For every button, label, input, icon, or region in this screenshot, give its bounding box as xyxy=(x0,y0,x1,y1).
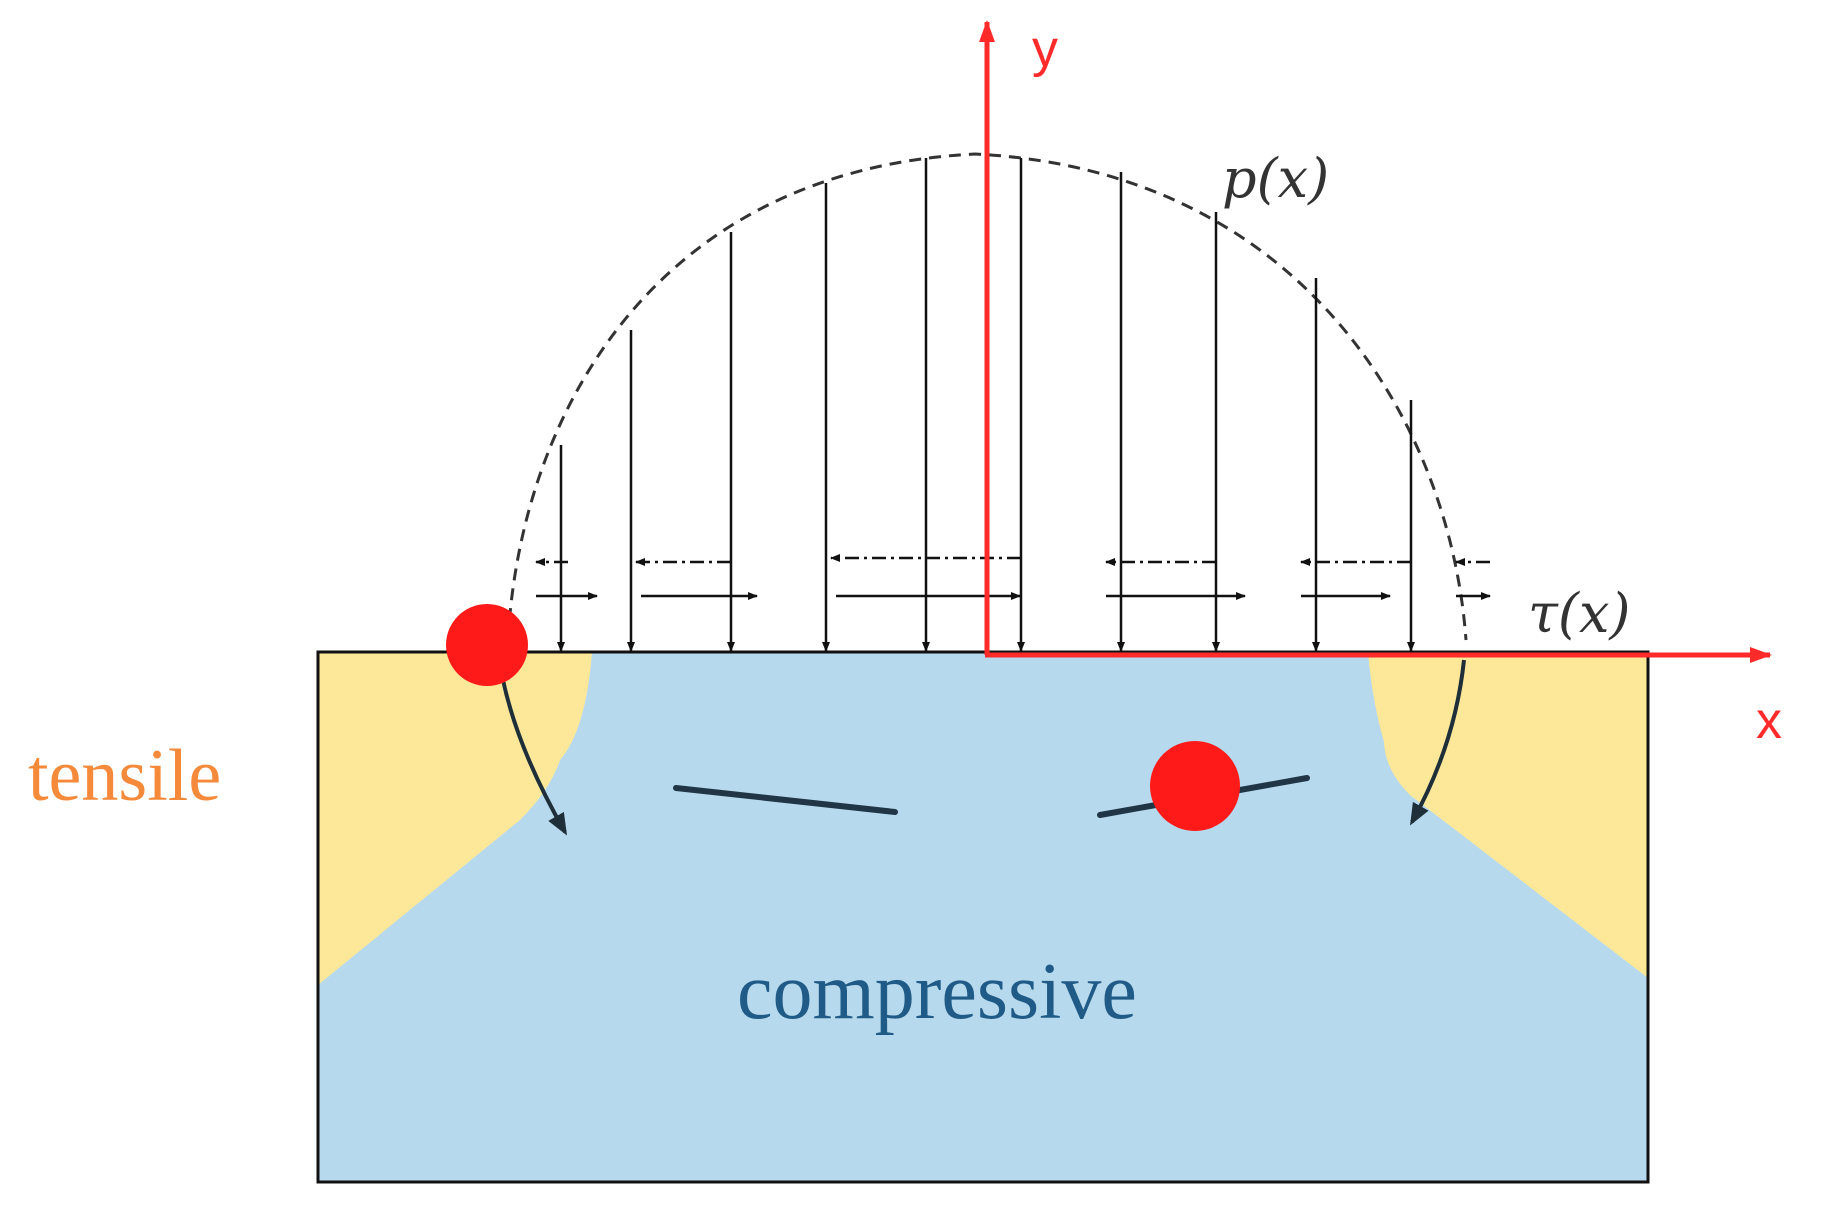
tensile-zone-right xyxy=(1368,652,1648,978)
shear-label: τ(x) xyxy=(1528,582,1630,645)
crack-path-right xyxy=(1410,659,1466,826)
shear-arrows-left xyxy=(535,554,1490,566)
substrate-outline xyxy=(316,650,1650,1184)
critical-point-edge xyxy=(446,604,528,686)
critical-point-subsurface xyxy=(1150,741,1240,831)
tensile-label: tensile xyxy=(28,735,221,817)
crack-path-left xyxy=(501,679,567,836)
pressure-arrows xyxy=(557,158,1415,652)
x-axis-label: x xyxy=(1756,692,1782,750)
pressure-label: p(x) xyxy=(1222,147,1329,210)
stress-trajectory-left xyxy=(673,785,898,815)
tensile-zone-left xyxy=(318,652,592,985)
pressure-distribution-curve xyxy=(506,152,1468,641)
compressive-label: compressive xyxy=(737,948,1137,1036)
y-axis-label: y xyxy=(1032,20,1058,78)
